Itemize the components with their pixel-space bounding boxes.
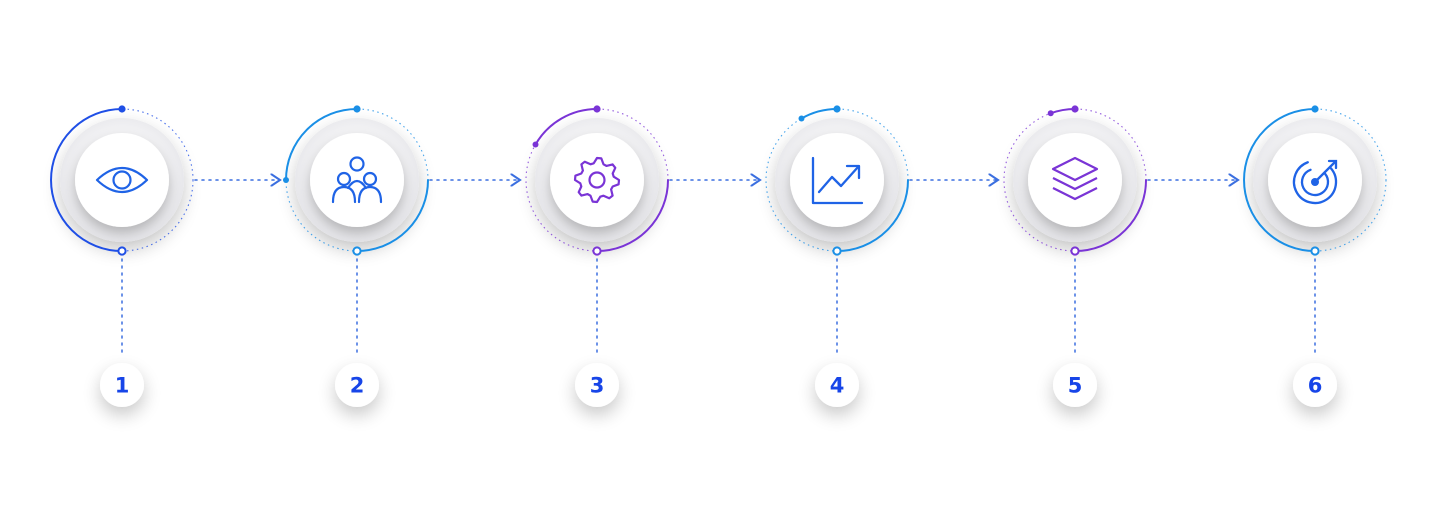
orbit-dot [1047, 110, 1054, 117]
orbit-top-dot [1071, 105, 1079, 113]
orbit-dot [532, 141, 539, 148]
step-3: 3 [525, 105, 669, 407]
step-number: 4 [830, 374, 845, 398]
step-number: 3 [590, 374, 605, 398]
icon-disk [550, 133, 644, 227]
number-badge [575, 363, 619, 407]
steps-layer: 1 2 3 4 5 6 [50, 105, 1387, 407]
orbit-top-dot [833, 105, 841, 113]
orbit-arc [596, 179, 669, 252]
step-number: 1 [115, 374, 130, 398]
orbit-bottom-dot [352, 246, 362, 256]
orbit-arc [285, 108, 358, 181]
orbit-arc [50, 108, 123, 252]
number-badge [335, 363, 379, 407]
orbit-top-dot [353, 105, 361, 113]
orbit-arc [836, 179, 909, 252]
step-1: 1 [50, 105, 194, 407]
step-5: 5 [1003, 105, 1147, 407]
orbit-bottom-dot [592, 246, 602, 256]
orbit-top-dot [593, 105, 601, 113]
gear-icon [573, 156, 621, 204]
people-icon [331, 156, 383, 204]
number-badge [100, 363, 144, 407]
orbit-dot [798, 115, 805, 122]
number-badge [1053, 363, 1097, 407]
eye-icon [95, 166, 149, 194]
orbit-dot [283, 177, 289, 183]
growth-chart-icon [811, 156, 864, 205]
orbit-top-dot [118, 105, 126, 113]
orbit-arc [1049, 108, 1076, 115]
step-number: 2 [350, 374, 365, 398]
orbit-top-dot [1311, 105, 1319, 113]
orbit-arc [1074, 179, 1147, 252]
orbit-arc [1243, 108, 1316, 252]
orbit-bottom-dot [117, 246, 127, 256]
step-6: 6 [1243, 105, 1387, 407]
icon-disk [75, 133, 169, 227]
step-2: 2 [283, 105, 429, 407]
number-badge [1293, 363, 1337, 407]
layers-icon [1051, 156, 1099, 201]
step-number: 6 [1308, 374, 1323, 398]
orbit-arc [534, 108, 598, 146]
orbit-bottom-dot [1310, 246, 1320, 256]
orbit-bottom-dot [1070, 246, 1080, 256]
step-4: 4 [765, 105, 909, 407]
orbit-arc [356, 179, 429, 252]
step-number: 5 [1068, 374, 1083, 398]
orbit-arc [800, 108, 838, 120]
orbit-bottom-dot [832, 246, 842, 256]
target-icon [1292, 159, 1338, 205]
icon-disk [790, 133, 884, 227]
number-badge [815, 363, 859, 407]
